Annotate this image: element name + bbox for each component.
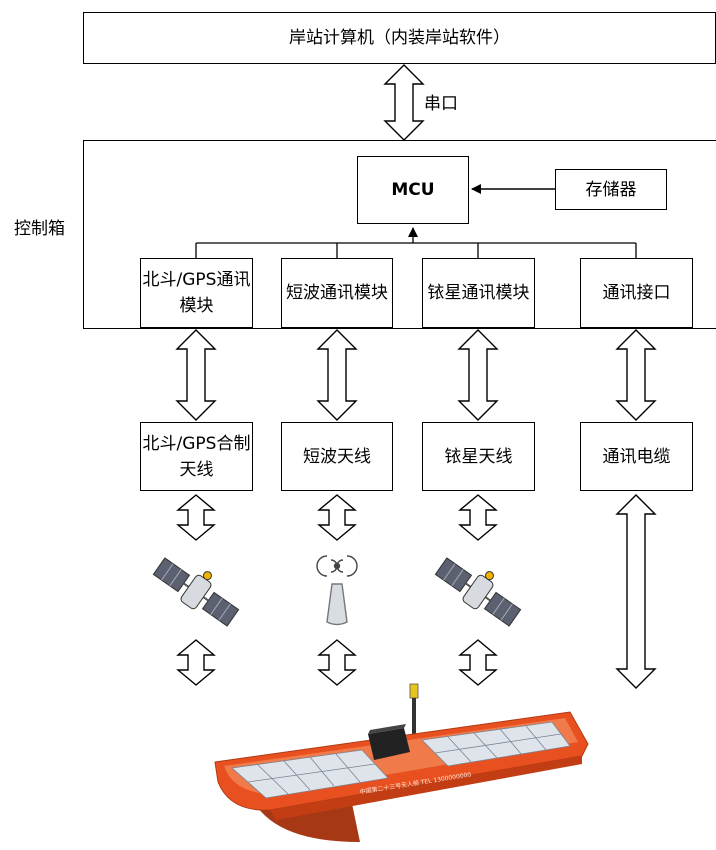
small-arrow-iridium-upper	[460, 495, 496, 540]
small-arrow-shortwave-upper	[319, 495, 355, 540]
double-arrow-iridium	[459, 330, 497, 420]
small-arrow-shortwave-lower	[319, 640, 355, 685]
small-arrow-beidou-upper	[178, 495, 214, 540]
satellite-icon	[432, 547, 529, 631]
double-arrow-shortwave	[318, 330, 356, 420]
satellite-icon	[150, 547, 247, 631]
serial-double-arrow	[385, 65, 423, 140]
double-arrow-interface	[617, 330, 655, 420]
radio-antenna-icon	[317, 556, 357, 625]
cable-long-arrow	[617, 495, 655, 688]
unmanned-boat-image: 中国第二十三号无人船 TEL 1300000000	[210, 682, 590, 842]
small-arrow-beidou-lower	[178, 640, 214, 685]
small-arrow-iridium-lower	[460, 640, 496, 685]
module-bus	[196, 228, 636, 258]
double-arrow-beidou	[177, 330, 215, 420]
